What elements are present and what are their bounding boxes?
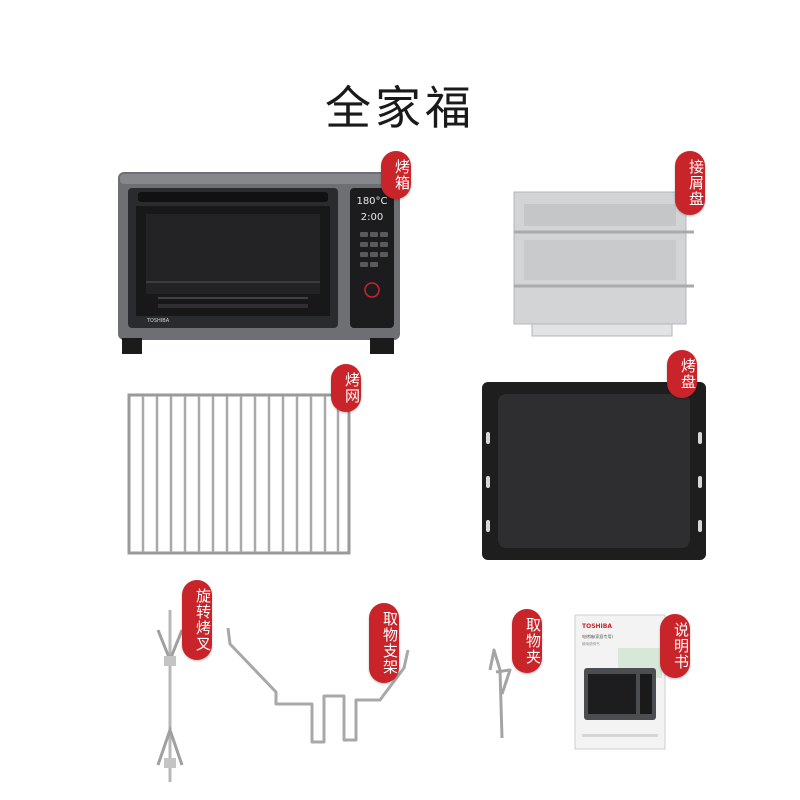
label-oven: 烤箱 — [381, 151, 411, 199]
wire-rack-image — [127, 393, 351, 555]
label-baking-tray: 烤盘 — [667, 350, 697, 398]
oven-brand: TOSHIBA — [146, 318, 170, 324]
manual-brand: TOSHIBA — [582, 623, 612, 630]
manual-title: 电烤箱(家庭专用) — [582, 633, 614, 639]
manual-subtitle: 使用说明书 — [582, 641, 600, 646]
label-manual: 说明书 — [660, 614, 690, 678]
crumb-tray-image — [513, 191, 694, 337]
label-tray-clip: 取物夹 — [512, 609, 542, 673]
tray-clip-image — [488, 648, 512, 739]
label-rotisserie-support: 取物支架 — [369, 603, 399, 683]
rotisserie-fork-image — [156, 610, 184, 782]
manual-image: TOSHIBA 电烤箱(家庭专用) 使用说明书 — [574, 614, 666, 750]
label-crumb-tray: 接屑盘 — [675, 151, 705, 215]
label-wire-rack: 烤网 — [331, 364, 361, 412]
oven-image: 180°C 2:00 TOSHIBA — [118, 172, 400, 354]
label-rotisserie-fork: 旋转烤叉 — [182, 580, 212, 660]
baking-tray-image — [482, 382, 706, 560]
oven-time: 2:00 — [361, 212, 383, 223]
oven-temperature: 180°C — [356, 196, 387, 207]
rotisserie-support-image — [226, 627, 410, 744]
page-title: 全家福 — [325, 81, 475, 135]
